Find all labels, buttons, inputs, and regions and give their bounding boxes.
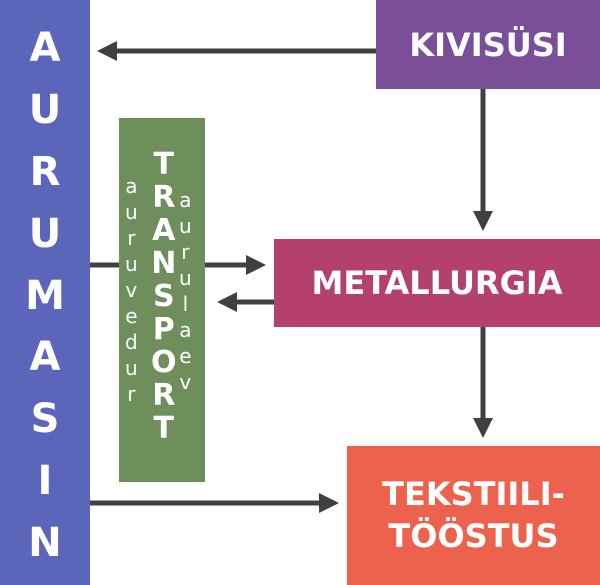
aurumasin-letter: S: [30, 396, 60, 443]
aurvedur-letter: u: [125, 200, 138, 224]
transport-letter: S: [152, 279, 175, 314]
aurulaev-letter: u: [179, 214, 192, 238]
tekstiil-label-line2: TÖÖSTUS: [388, 516, 559, 555]
aurvedur-letter: d: [125, 330, 138, 354]
aurulaev-letter: a: [179, 188, 192, 212]
aurumasin-letter: N: [28, 520, 62, 566]
transport-letter: P: [152, 312, 175, 347]
aurvedur-letter: r: [127, 226, 136, 250]
aurumasin-letter: M: [25, 272, 65, 319]
aurulaev-letter: a: [179, 318, 192, 342]
aurulaev-letter: v: [179, 370, 192, 394]
metallurgia-label: METALLURGIA: [311, 264, 563, 302]
tekstiil-box: TEKSTIILI- TÖÖSTUS: [347, 446, 600, 585]
kivisysi-box: KIVISÜSI: [376, 0, 600, 89]
transport-letter: N: [151, 246, 177, 281]
aurulaev-letter: e: [179, 344, 192, 368]
transport-letter: T: [153, 147, 174, 182]
aurvedur-letter: r: [127, 382, 136, 406]
aurulaev-letter: l: [182, 292, 189, 316]
aurumasin-letter: U: [28, 86, 62, 133]
aurvedur-letter: a: [125, 174, 138, 198]
aurvedur-letter: u: [125, 252, 138, 276]
kivisysi-label: KIVISÜSI: [409, 25, 567, 64]
aurumasin-letter: R: [29, 148, 61, 195]
aurumasin-letter: A: [29, 25, 61, 71]
transport-letter: O: [151, 345, 177, 380]
aurvedur-letter: u: [125, 356, 138, 380]
transport-letter: A: [152, 213, 176, 248]
transport-letter: R: [152, 378, 176, 413]
aurumasin-letter: I: [37, 458, 53, 505]
aurumasin-letter: A: [29, 334, 61, 381]
metallurgia-box: METALLURGIA: [274, 239, 600, 327]
aurumasin-letter: U: [28, 210, 62, 257]
aurulaev-letter: r: [181, 240, 190, 264]
aurvedur-letter: v: [125, 278, 138, 302]
aurvedur-letter: e: [125, 304, 138, 328]
transport-letter: T: [153, 411, 174, 446]
tekstiil-label-line1: TEKSTIILI-: [382, 474, 565, 513]
aurulaev-letter: u: [179, 266, 192, 290]
transport-letter: R: [152, 180, 176, 215]
